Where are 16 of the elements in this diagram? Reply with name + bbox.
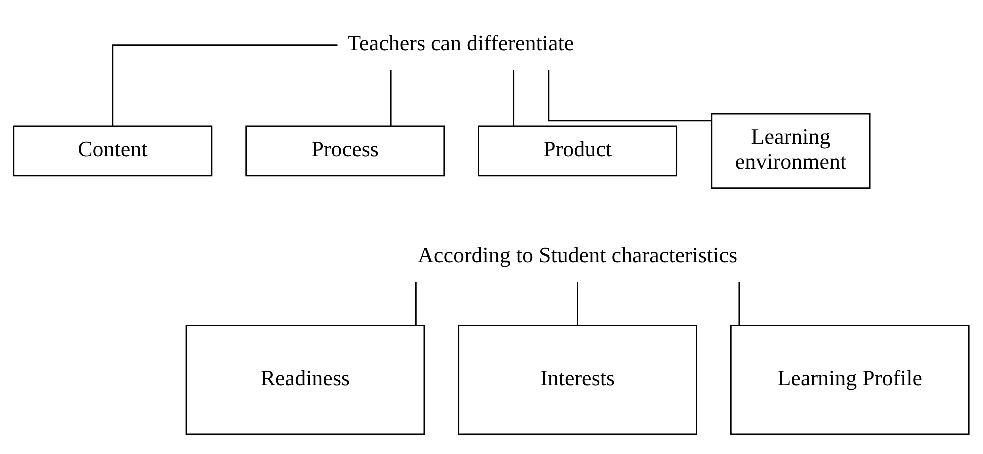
node-box: Content (13, 125, 213, 176)
connector (577, 281, 578, 326)
node-box: Product (478, 125, 678, 176)
node-box: Learning Profile (730, 324, 970, 435)
connector (548, 70, 712, 122)
connector (738, 281, 740, 326)
node-box: Process (246, 125, 446, 176)
connector (416, 281, 417, 326)
node-box: Readiness (186, 324, 426, 435)
node-box: Interests (458, 324, 698, 435)
connector (390, 70, 392, 126)
connector (513, 70, 515, 126)
connector (112, 44, 338, 126)
node-text: Teachers can differentiate (348, 30, 574, 55)
node-box: Learning environment (711, 112, 871, 188)
node-text: According to Student characteristics (418, 242, 738, 267)
